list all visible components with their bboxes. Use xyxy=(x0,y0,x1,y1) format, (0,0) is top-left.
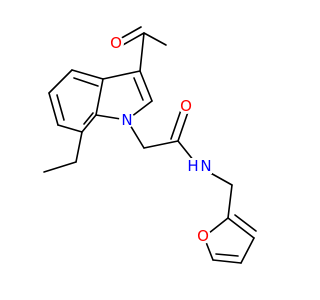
atom-label-o-amide: O xyxy=(180,97,192,115)
atom-label-o-acetyl: O xyxy=(110,34,122,52)
bond-acetyl-carbonyl-double xyxy=(120,32,145,47)
bond-c5-c6-inner xyxy=(56,94,65,121)
bond-amide-co-double-2 xyxy=(170,109,182,140)
atom-o-amide: O xyxy=(178,97,194,115)
bond-c3-c3a xyxy=(102,70,141,80)
atom-label-o-furan: O xyxy=(197,227,209,245)
bond-c3a-c4 xyxy=(71,69,104,80)
bond-acetyl-methyl xyxy=(143,32,167,46)
bond-c4-c5 xyxy=(48,69,73,94)
bond-c3a-c7a xyxy=(95,78,104,116)
bond-c7-ethyl-ch2 xyxy=(75,131,83,163)
bond-c3-c2-inner xyxy=(133,77,144,101)
bond-c6-c7 xyxy=(57,124,83,133)
atom-n-indole: N xyxy=(119,111,135,129)
bond-c7-c7a-inner xyxy=(83,112,94,125)
bond-c7-c7a xyxy=(81,114,97,133)
bond-c3-c2 xyxy=(139,70,153,102)
atom-nh-amide: N H xyxy=(186,157,212,175)
atom-label-n-indole: N xyxy=(121,111,132,129)
atom-label-n-amide: N xyxy=(200,157,211,175)
bond-furan-c2-c3 xyxy=(227,217,255,239)
molecule-structure-diagram: O N O N H O xyxy=(43,26,257,264)
bond-ch2-carbonyl xyxy=(143,140,179,149)
bond-amide-co-double xyxy=(177,111,189,142)
bond-c5-c6 xyxy=(48,92,59,126)
bond-furan-c4-c5-inner xyxy=(215,253,239,257)
bond-acetyl-to-c3 xyxy=(139,32,145,72)
atom-label-layer: O N O N H O xyxy=(108,34,212,245)
bond-furan-c3-c4 xyxy=(240,237,255,264)
atom-o-furan: O xyxy=(195,227,211,245)
bond-furan-c4-c5 xyxy=(212,259,242,264)
bond-ch2-furan-c2 xyxy=(227,184,233,219)
atom-o-acetyl: O xyxy=(108,34,124,52)
bond-layer xyxy=(43,26,257,264)
atom-label-h-amide: H xyxy=(187,157,198,175)
bond-c3a-c4-inner xyxy=(73,77,99,87)
bond-furan-c2-c3-inner xyxy=(234,214,257,232)
bond-ethyl-ch2-ch3 xyxy=(43,161,77,173)
